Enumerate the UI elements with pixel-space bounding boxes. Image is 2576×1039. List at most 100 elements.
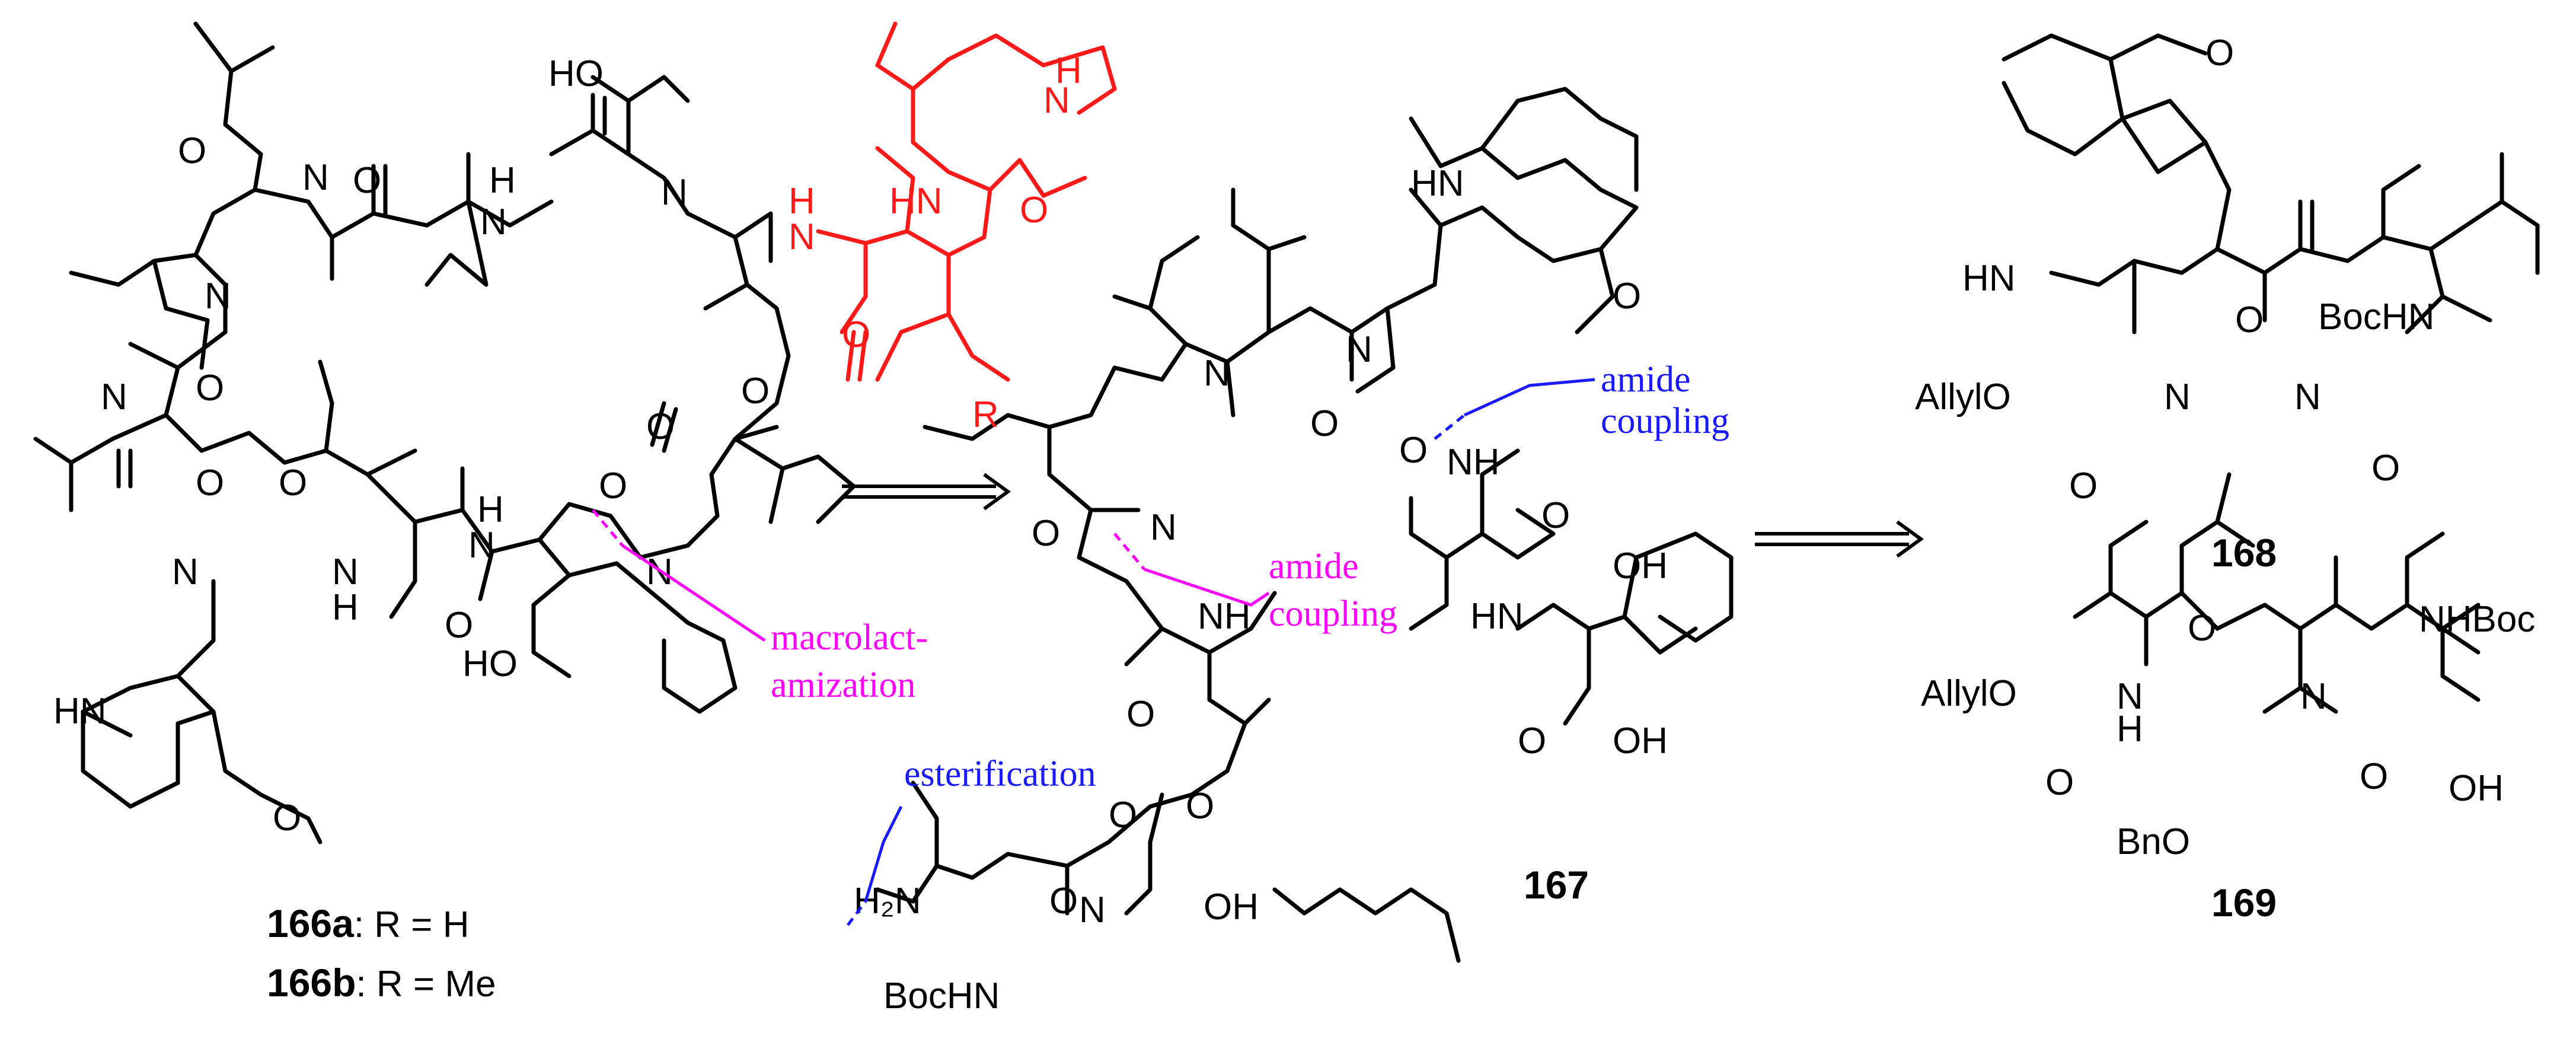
atom-O: O: [1126, 694, 1155, 735]
atom-O: O: [445, 605, 473, 646]
atom-H: H: [2117, 709, 2143, 750]
atom-O: O: [196, 368, 224, 409]
compound-168-structure: [2002, 33, 2540, 334]
annotation-amide-coupling-top: amide coupling: [1434, 359, 1729, 441]
annotation-amide2-line1: amide: [1269, 546, 1359, 587]
compound-labels: 166a: R = H 166b: R = Me 167 168 169: [267, 531, 2277, 1005]
compound-166-red-fragment: [816, 21, 1117, 382]
atom-N-red: N: [789, 216, 815, 257]
atom-N: N: [661, 172, 688, 213]
compound-167-structure: [875, 87, 1734, 963]
retro-arrow-1: [842, 473, 1011, 511]
atom-N: N: [172, 552, 199, 592]
atom-BnO: BnO: [2117, 821, 2190, 862]
atom-OH: OH: [2449, 768, 2504, 809]
atom-AllylO: AllylO: [1915, 377, 2011, 417]
annotation-macrolactamization: macrolact- amization: [592, 509, 928, 705]
atom-O: O: [2045, 762, 2074, 803]
compound-166a-label: 166a: R = H: [267, 901, 470, 945]
annotation-macro-line2: amization: [771, 665, 915, 705]
atom-O: O: [2360, 756, 2388, 797]
atom-N: N: [480, 202, 507, 243]
annotation-amide-line2: coupling: [1601, 401, 1729, 441]
atom-O: O: [2188, 608, 2216, 649]
atom-H2N: H₂N: [854, 881, 921, 922]
annotation-amide-line1: amide: [1601, 359, 1691, 400]
atom-N: N: [302, 157, 329, 198]
atom-HN: HN: [53, 691, 107, 732]
atom-AllylO: AllylO: [1921, 673, 2017, 714]
atom-OH: OH: [1204, 887, 1259, 928]
atom-R-red: R: [972, 394, 999, 435]
atom-O: O: [2371, 448, 2400, 489]
atom-N: N: [101, 377, 127, 417]
atom-O: O: [599, 466, 627, 506]
compound-168-label: 168: [2211, 531, 2277, 575]
compound-169-label: 169: [2211, 881, 2277, 925]
retro-arrow-2: [1755, 520, 1924, 558]
atom-N: N: [2117, 676, 2143, 717]
atom-O: O: [1032, 513, 1060, 554]
atom-O: O: [279, 463, 307, 503]
atom-OH: OH: [1613, 721, 1668, 761]
atom-O-red: O: [842, 314, 870, 355]
atom-labels: HO H N O N N O N O N O N O N H O H N O N…: [53, 33, 2535, 1016]
atom-O: O: [741, 371, 770, 412]
atom-O: O: [1399, 430, 1428, 471]
atom-O: O: [2235, 299, 2264, 340]
atom-N-red: N: [1043, 80, 1070, 121]
compound-167-label: 167: [1524, 863, 1589, 907]
atom-NH: NH: [1447, 442, 1500, 483]
atom-H-red: H: [1055, 50, 1082, 91]
atom-O: O: [1049, 881, 1078, 922]
annotation-macro-line1: macrolact-: [771, 617, 928, 658]
annotation-esterification: esterification: [847, 754, 1096, 926]
atom-NHBoc: NHBoc: [2419, 599, 2535, 640]
atom-N: N: [468, 525, 495, 566]
atom-O-red: O: [1020, 190, 1048, 231]
atom-N: N: [332, 552, 359, 592]
atom-O: O: [1109, 795, 1137, 836]
annotation-amide-coupling-mid: amide coupling: [1113, 533, 1397, 634]
atom-H: H: [489, 160, 516, 201]
atom-N: N: [1346, 329, 1372, 370]
atom-N: N: [205, 276, 231, 317]
compound-169-structure: [2073, 472, 2481, 714]
atom-HN-red: HN: [889, 181, 943, 222]
atom-H-red: H: [789, 181, 815, 222]
atom-N: N: [1204, 353, 1230, 394]
atom-O: O: [196, 463, 224, 503]
atom-O: O: [2205, 33, 2234, 74]
atom-N: N: [2164, 377, 2191, 417]
atom-HN: HN: [1411, 163, 1464, 204]
atom-N: N: [1150, 507, 1177, 548]
compound-166-structure: [33, 21, 856, 844]
atom-OH: OH: [1613, 546, 1668, 587]
atom-O: O: [1613, 276, 1641, 317]
atom-HO: HO: [462, 643, 518, 684]
annotation-esterification-label: esterification: [904, 754, 1096, 794]
atom-N: N: [1079, 890, 1106, 930]
atom-O: O: [178, 130, 206, 171]
atom-O: O: [1186, 786, 1214, 827]
atom-N: N: [2300, 676, 2327, 717]
atom-BocHN: BocHN: [2318, 297, 2434, 337]
atom-HN: HN: [1962, 258, 2016, 299]
atom-O: O: [273, 798, 301, 839]
atom-O: O: [2069, 466, 2098, 506]
annotation-amide2-line2: coupling: [1269, 594, 1397, 634]
atom-N: N: [2294, 377, 2321, 417]
atom-H: H: [332, 587, 359, 628]
atom-O: O: [1310, 403, 1339, 444]
atom-BocHN: BocHN: [883, 976, 1000, 1016]
atom-HN: HN: [1470, 596, 1524, 637]
atom-O: O: [353, 160, 381, 201]
atom-O: O: [1541, 495, 1570, 536]
atom-HO: HO: [548, 53, 604, 94]
atom-O: O: [1518, 721, 1546, 761]
atom-O: O: [646, 406, 675, 447]
atom-H: H: [477, 489, 504, 530]
compound-166b-label: 166b: R = Me: [267, 961, 496, 1005]
